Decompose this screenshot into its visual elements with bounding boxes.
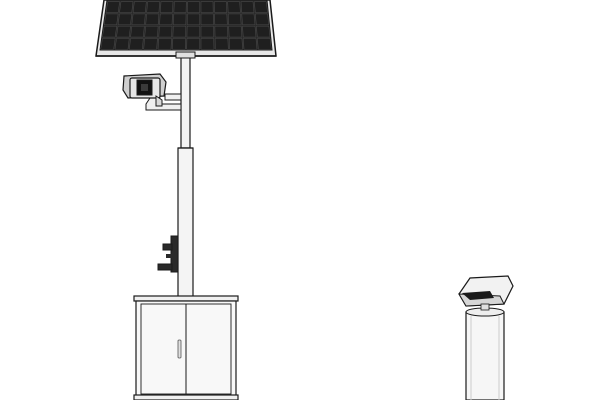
solar-cell bbox=[145, 13, 160, 25]
solar-cell bbox=[114, 38, 130, 50]
solar-cell bbox=[105, 1, 120, 13]
pole-bracket-icon bbox=[157, 235, 179, 273]
solar-cell bbox=[160, 1, 174, 13]
solar-cell bbox=[227, 1, 241, 13]
solar-cell bbox=[187, 1, 200, 13]
solar-cell bbox=[214, 1, 228, 13]
solar-cell bbox=[129, 38, 144, 50]
solar-cell bbox=[254, 1, 268, 13]
solar-cell bbox=[157, 38, 172, 50]
solar-cell bbox=[103, 13, 119, 25]
solar-cell bbox=[186, 38, 200, 50]
solar-cell bbox=[172, 26, 187, 38]
bollard-sensor-icon bbox=[458, 275, 514, 400]
solar-cell bbox=[100, 38, 116, 50]
solar-cell bbox=[173, 1, 187, 13]
solar-cell bbox=[257, 38, 272, 50]
solar-cell bbox=[228, 26, 243, 38]
solar-cell bbox=[240, 1, 255, 13]
solar-cell bbox=[242, 26, 257, 38]
solar-cell bbox=[102, 26, 117, 38]
solar-cell bbox=[116, 26, 131, 38]
solar-cell bbox=[130, 26, 145, 38]
solar-cell bbox=[214, 13, 228, 25]
solar-cell bbox=[146, 1, 160, 13]
solar-cell bbox=[158, 26, 173, 38]
solar-cell bbox=[159, 13, 173, 25]
solar-cell bbox=[200, 26, 214, 38]
surveillance-camera-icon bbox=[122, 73, 182, 111]
solar-cell bbox=[119, 1, 134, 13]
solar-cell bbox=[186, 13, 200, 25]
solar-cell bbox=[243, 38, 258, 50]
solar-cell bbox=[227, 13, 242, 25]
solar-cell bbox=[256, 26, 271, 38]
solar-cell bbox=[255, 13, 270, 25]
solar-cell bbox=[228, 38, 243, 50]
solar-cell bbox=[186, 26, 200, 38]
solar-cells bbox=[100, 1, 272, 50]
equipment-cabinet-icon bbox=[133, 295, 239, 400]
solar-cell bbox=[200, 13, 214, 25]
solar-cell bbox=[241, 13, 256, 25]
solar-cell bbox=[200, 1, 214, 13]
solar-cell bbox=[214, 26, 229, 38]
solar-cell bbox=[117, 13, 132, 25]
solar-cell bbox=[144, 26, 159, 38]
solar-cell bbox=[200, 38, 215, 50]
solar-cell bbox=[173, 13, 187, 25]
solar-panel-icon bbox=[95, 0, 277, 57]
solar-cell bbox=[143, 38, 158, 50]
solar-cell bbox=[132, 1, 147, 13]
pole-icon bbox=[175, 51, 196, 299]
solar-cell bbox=[172, 38, 186, 50]
solar-cell bbox=[214, 38, 229, 50]
solar-cell bbox=[131, 13, 146, 25]
